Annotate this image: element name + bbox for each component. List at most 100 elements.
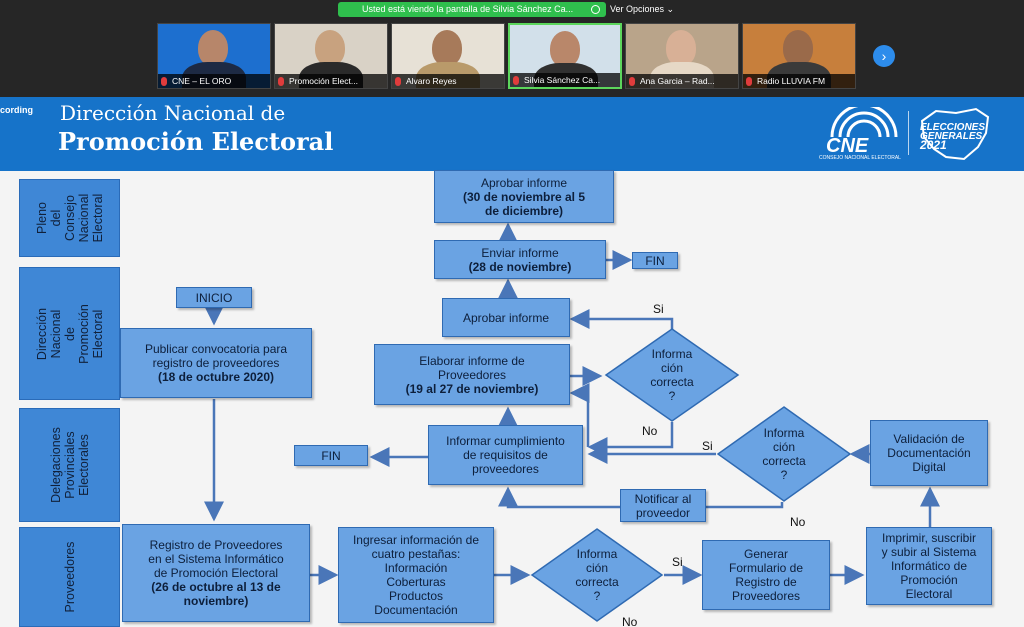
box-line: Informático de [890,559,968,573]
box-fin-1: FIN [632,252,678,269]
cne-logo-icon [830,107,898,138]
decision-informacion-correcta-3: Informa ción correcta ? [530,527,664,623]
participant-head [315,30,345,66]
box-ingresar-informacion: Ingresar información de cuatro pestañas:… [338,527,494,623]
box-line: Registro de [735,575,797,589]
box-line: Documentación [374,603,458,617]
box-line: Notificar al [634,491,692,506]
decision-line: ? [780,468,788,482]
box-enviar-informe: Enviar informe (28 de noviembre) [434,240,606,279]
participant-name: Promoción Elect... [289,76,358,86]
box-inicio: INICIO [176,287,252,308]
muted-mic-icon [278,77,284,86]
participant-name: Radio LLUVIA FM [757,76,826,86]
box-line: Informar cumplimiento [446,434,565,448]
participant-name-bar: Promoción Elect... [275,74,387,88]
meeting-topbar: Usted está viendo la pantalla de Silvia … [0,0,1024,97]
slide-title-line1: Dirección Nacional de [60,101,286,125]
decision-text: Informa ción correcta ? [604,327,740,423]
box-line: Generar [743,547,789,561]
box-publicar-convocatoria: Publicar convocatoria para registro de p… [120,328,312,398]
participant-name: Silvia Sánchez Ca... [524,75,601,85]
participant-head [198,30,228,66]
participant-name: Ana Garcia – Rad... [640,76,715,86]
decision-line: correcta [575,575,619,589]
cne-logo-subtitle: CONSEJO NACIONAL ELECTORAL [819,155,901,161]
participant-tile[interactable]: Promoción Elect... [274,23,388,89]
box-imprimir-suscribir: Imprimir, suscribir y subir al Sistema I… [866,527,992,605]
box-notificar-proveedor: Notificar al proveedor [620,489,706,522]
screen-share-banner[interactable]: Usted está viendo la pantalla de Silvia … [338,2,606,17]
cne-logo-text: CNE [826,135,869,157]
flow-label-si: Si [672,555,683,569]
box-line: Proveedores [731,589,801,603]
flow-label-no: No [622,615,638,627]
decision-line: ción [585,561,608,575]
box-line: (19 al 27 de noviembre) [405,381,539,396]
decision-line: Informa [576,547,618,561]
box-line: Publicar convocatoria para [144,342,288,356]
muted-mic-icon [746,77,752,86]
decision-text: Informa ción correcta ? [530,527,664,623]
chevron-down-icon: ⌄ [666,4,675,14]
diamond-shape [530,528,664,622]
box-line: Información [384,561,448,575]
ecuador-map-icon [920,107,990,161]
decision-line: correcta [762,454,806,468]
box-registro-proveedores: Registro de Proveedores en el Sistema In… [122,524,310,622]
participant-tile[interactable]: Ana Garcia – Rad... [625,23,739,89]
participant-name-bar: Silvia Sánchez Ca... [510,73,620,87]
box-line: Coberturas [386,575,446,589]
box-line: Imprimir, suscribir [881,531,976,545]
share-status-icon [591,5,600,14]
participant-name-bar: Alvaro Reyes [392,74,504,88]
box-line: Electoral [905,587,953,601]
view-options-button[interactable]: Ver Opciones ⌄ [610,3,674,16]
decision-line: ? [668,389,676,403]
participant-tile[interactable]: Radio LLUVIA FM [742,23,856,89]
muted-mic-icon [513,76,519,85]
flow-label-si: Si [702,439,713,453]
diamond-shape [604,328,740,422]
box-aprobar-informe-pleno: Aprobar informe (30 de noviembre al 5 de… [434,170,614,223]
diamond-shape [716,406,852,502]
elecciones-line2: GENERALES [920,131,983,142]
box-line: Registro de Proveedores [149,538,283,552]
box-line: registro de proveedores [152,356,280,370]
next-participants-button[interactable]: › [873,45,895,67]
share-banner-text: Usted está viendo la pantalla de Silvia … [362,4,574,14]
lane-direccion-nacional: Dirección Nacional de Promoción Electora… [19,267,120,400]
box-line: Validación de [893,432,965,446]
box-line: (26 de octubre al 13 de [151,580,281,594]
flow-label-no: No [790,515,806,529]
box-line: proveedores [472,462,539,476]
box-line: Proveedores [437,367,507,382]
box-line: (18 de octubre 2020) [157,370,275,384]
participant-name: Alvaro Reyes [406,76,457,86]
muted-mic-icon [395,77,401,86]
box-aprobar-informe: Aprobar informe [442,298,570,337]
participant-name-bar: Ana Garcia – Rad... [626,74,738,88]
box-elaborar-informe: Elaborar informe de Proveedores (19 al 2… [374,344,570,405]
elecciones-line1: ELECCIONES [920,122,986,133]
decision-line: Informa [651,347,693,361]
participant-tile[interactable]: Silvia Sánchez Ca... [508,23,622,89]
participant-head [550,31,580,67]
box-generar-formulario: Generar Formulario de Registro de Provee… [702,540,830,610]
box-line: noviembre) [183,594,249,608]
box-line: de diciembre) [484,203,564,218]
box-line: Aprobar informe [480,175,568,190]
muted-mic-icon [629,77,635,86]
view-options-label: Ver Opciones [610,4,665,14]
participant-tile[interactable]: Alvaro Reyes [391,23,505,89]
box-line: Digital [912,460,946,474]
box-line: Enviar informe [481,245,559,260]
flow-label-si: Si [653,302,664,316]
box-line: Ingresar información de [352,533,480,547]
participant-head [666,30,696,66]
slide-header: cording Dirección Nacional de Promoción … [0,97,1024,171]
participant-tile[interactable]: CNE – EL ORO [157,23,271,89]
box-line: de Promoción Electoral [153,566,279,580]
lane-delegaciones: Delegaciones Provinciales Electorales [19,408,120,522]
box-line: cuatro pestañas: [371,547,461,561]
